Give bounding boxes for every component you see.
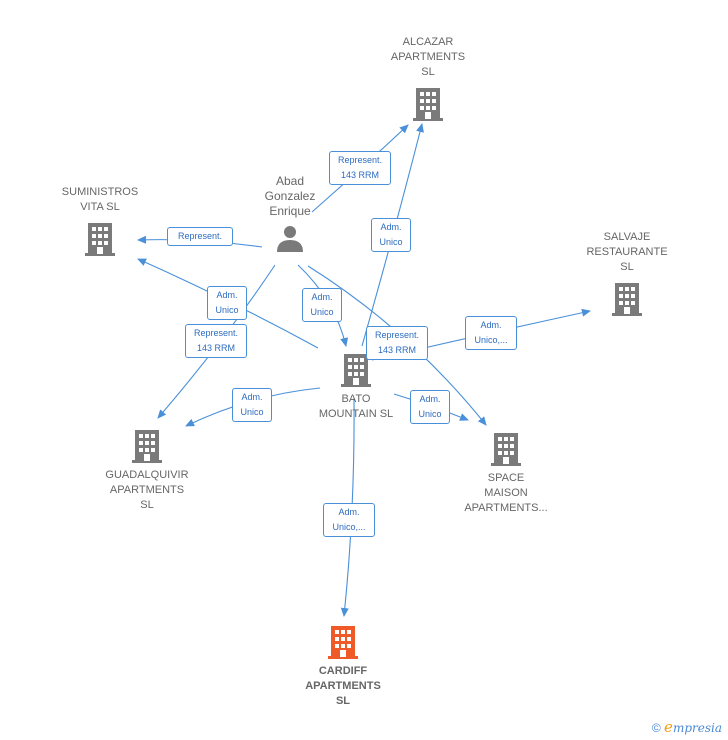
building-icon bbox=[341, 354, 371, 387]
edge-label-adm-suministros[interactable]: Adm. Unico bbox=[207, 286, 247, 320]
company-bato[interactable]: BATO MOUNTAIN SL bbox=[306, 352, 406, 422]
building-icon bbox=[85, 223, 115, 256]
company-label: CARDIFF APARTMENTS SL bbox=[305, 665, 381, 707]
brand-logo-text: mpresia bbox=[672, 721, 722, 735]
building-icon bbox=[491, 433, 521, 466]
brand-footer[interactable]: © empresia bbox=[652, 718, 722, 736]
brand-logo-letter: e bbox=[664, 718, 673, 736]
company-label: SPACE MAISON APARTMENTS... bbox=[464, 472, 548, 514]
company-salvaje[interactable]: SALVAJE RESTAURANTE SL bbox=[577, 230, 677, 317]
edge-label-represent-guadalquivir[interactable]: Represent. 143 RRM bbox=[185, 324, 247, 358]
company-label: SUMINISTROS VITA SL bbox=[61, 186, 139, 213]
edge-label-represent-suministros[interactable]: Represent. bbox=[167, 227, 233, 246]
building-icon bbox=[328, 626, 358, 659]
edge-label-adm-alcazar[interactable]: Adm. Unico bbox=[371, 218, 411, 252]
edge-label-represent-alcazar[interactable]: Represent. 143 RRM bbox=[329, 151, 391, 185]
building-icon bbox=[413, 88, 443, 121]
edge-label-represent-space[interactable]: Represent. 143 RRM bbox=[366, 326, 428, 360]
company-guadalquivir[interactable]: GUADALQUIVIR APARTMENTS SL bbox=[97, 428, 197, 513]
company-label: BATO MOUNTAIN SL bbox=[318, 393, 394, 420]
edge-label-adm-salvaje[interactable]: Adm. Unico,... bbox=[465, 316, 517, 350]
company-alcazar[interactable]: ALCAZAR APARTMENTS SL bbox=[378, 35, 478, 122]
edge-label-adm-cardiff[interactable]: Adm. Unico,... bbox=[323, 503, 375, 537]
company-label: GUADALQUIVIR APARTMENTS SL bbox=[105, 469, 189, 511]
edge-label-adm-guadalquivir[interactable]: Adm. Unico bbox=[232, 388, 272, 422]
person-icon bbox=[275, 223, 305, 253]
company-suministros[interactable]: SUMINISTROS VITA SL bbox=[50, 185, 150, 257]
company-label: ALCAZAR APARTMENTS SL bbox=[390, 36, 466, 78]
company-label: SALVAJE RESTAURANTE SL bbox=[586, 231, 668, 273]
person-name: Abad Gonzalez Enrique bbox=[264, 174, 316, 218]
company-cardiff[interactable]: CARDIFF APARTMENTS SL bbox=[293, 624, 393, 709]
building-icon bbox=[132, 430, 162, 463]
company-space[interactable]: SPACE MAISON APARTMENTS... bbox=[456, 431, 556, 516]
person-node[interactable]: Abad Gonzalez Enrique bbox=[245, 174, 335, 253]
building-icon bbox=[612, 283, 642, 316]
edge-label-adm-space[interactable]: Adm. Unico bbox=[410, 390, 450, 424]
edge-label-adm-bato[interactable]: Adm. Unico bbox=[302, 288, 342, 322]
copyright-icon: © bbox=[651, 721, 661, 735]
